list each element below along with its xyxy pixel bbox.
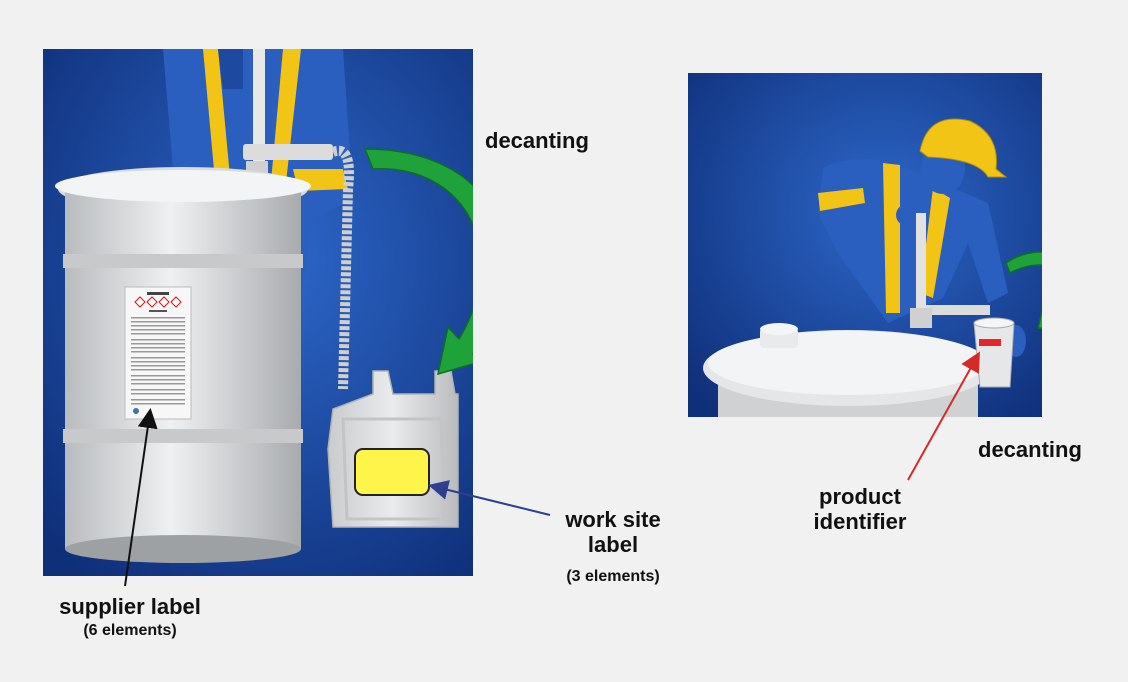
supplier-label-pointer [124, 408, 158, 587]
product-identifier-pointer [907, 351, 980, 481]
jerrycan-container [327, 370, 459, 528]
decanting-label-left: decanting [485, 128, 589, 153]
work-site-label-pointer [428, 480, 551, 516]
product-identifier-line1: product [819, 484, 901, 509]
product-identifier-caption: product identifier [800, 484, 920, 535]
supplier-label-sheet [124, 286, 192, 420]
pump [910, 213, 990, 328]
work-site-label-line2: label [587, 532, 639, 558]
right-decanting-scene-illustration [688, 73, 1042, 417]
decanting-arrow-icon [363, 148, 473, 376]
left-decanting-scene-illustration [43, 49, 473, 576]
work-site-label-yellow [354, 448, 430, 496]
pump [243, 49, 354, 390]
chemical-drum [55, 167, 311, 563]
decanting-arrow-icon [1005, 251, 1042, 329]
product-identifier-line2: identifier [813, 509, 907, 535]
product-identifier-marker [979, 339, 1001, 346]
work-site-label-line1: work site [565, 507, 661, 532]
supplier-label-caption: supplier label [59, 594, 201, 619]
work-site-label-caption: work site label [553, 507, 673, 558]
decanting-cup [973, 317, 1015, 388]
supplier-elements-count: (6 elements) [83, 622, 177, 639]
chemical-drum [703, 323, 993, 417]
decanting-label-right: decanting [978, 437, 1082, 462]
work-site-elements-count: (3 elements) [566, 568, 660, 585]
worker-figure [818, 118, 1026, 357]
